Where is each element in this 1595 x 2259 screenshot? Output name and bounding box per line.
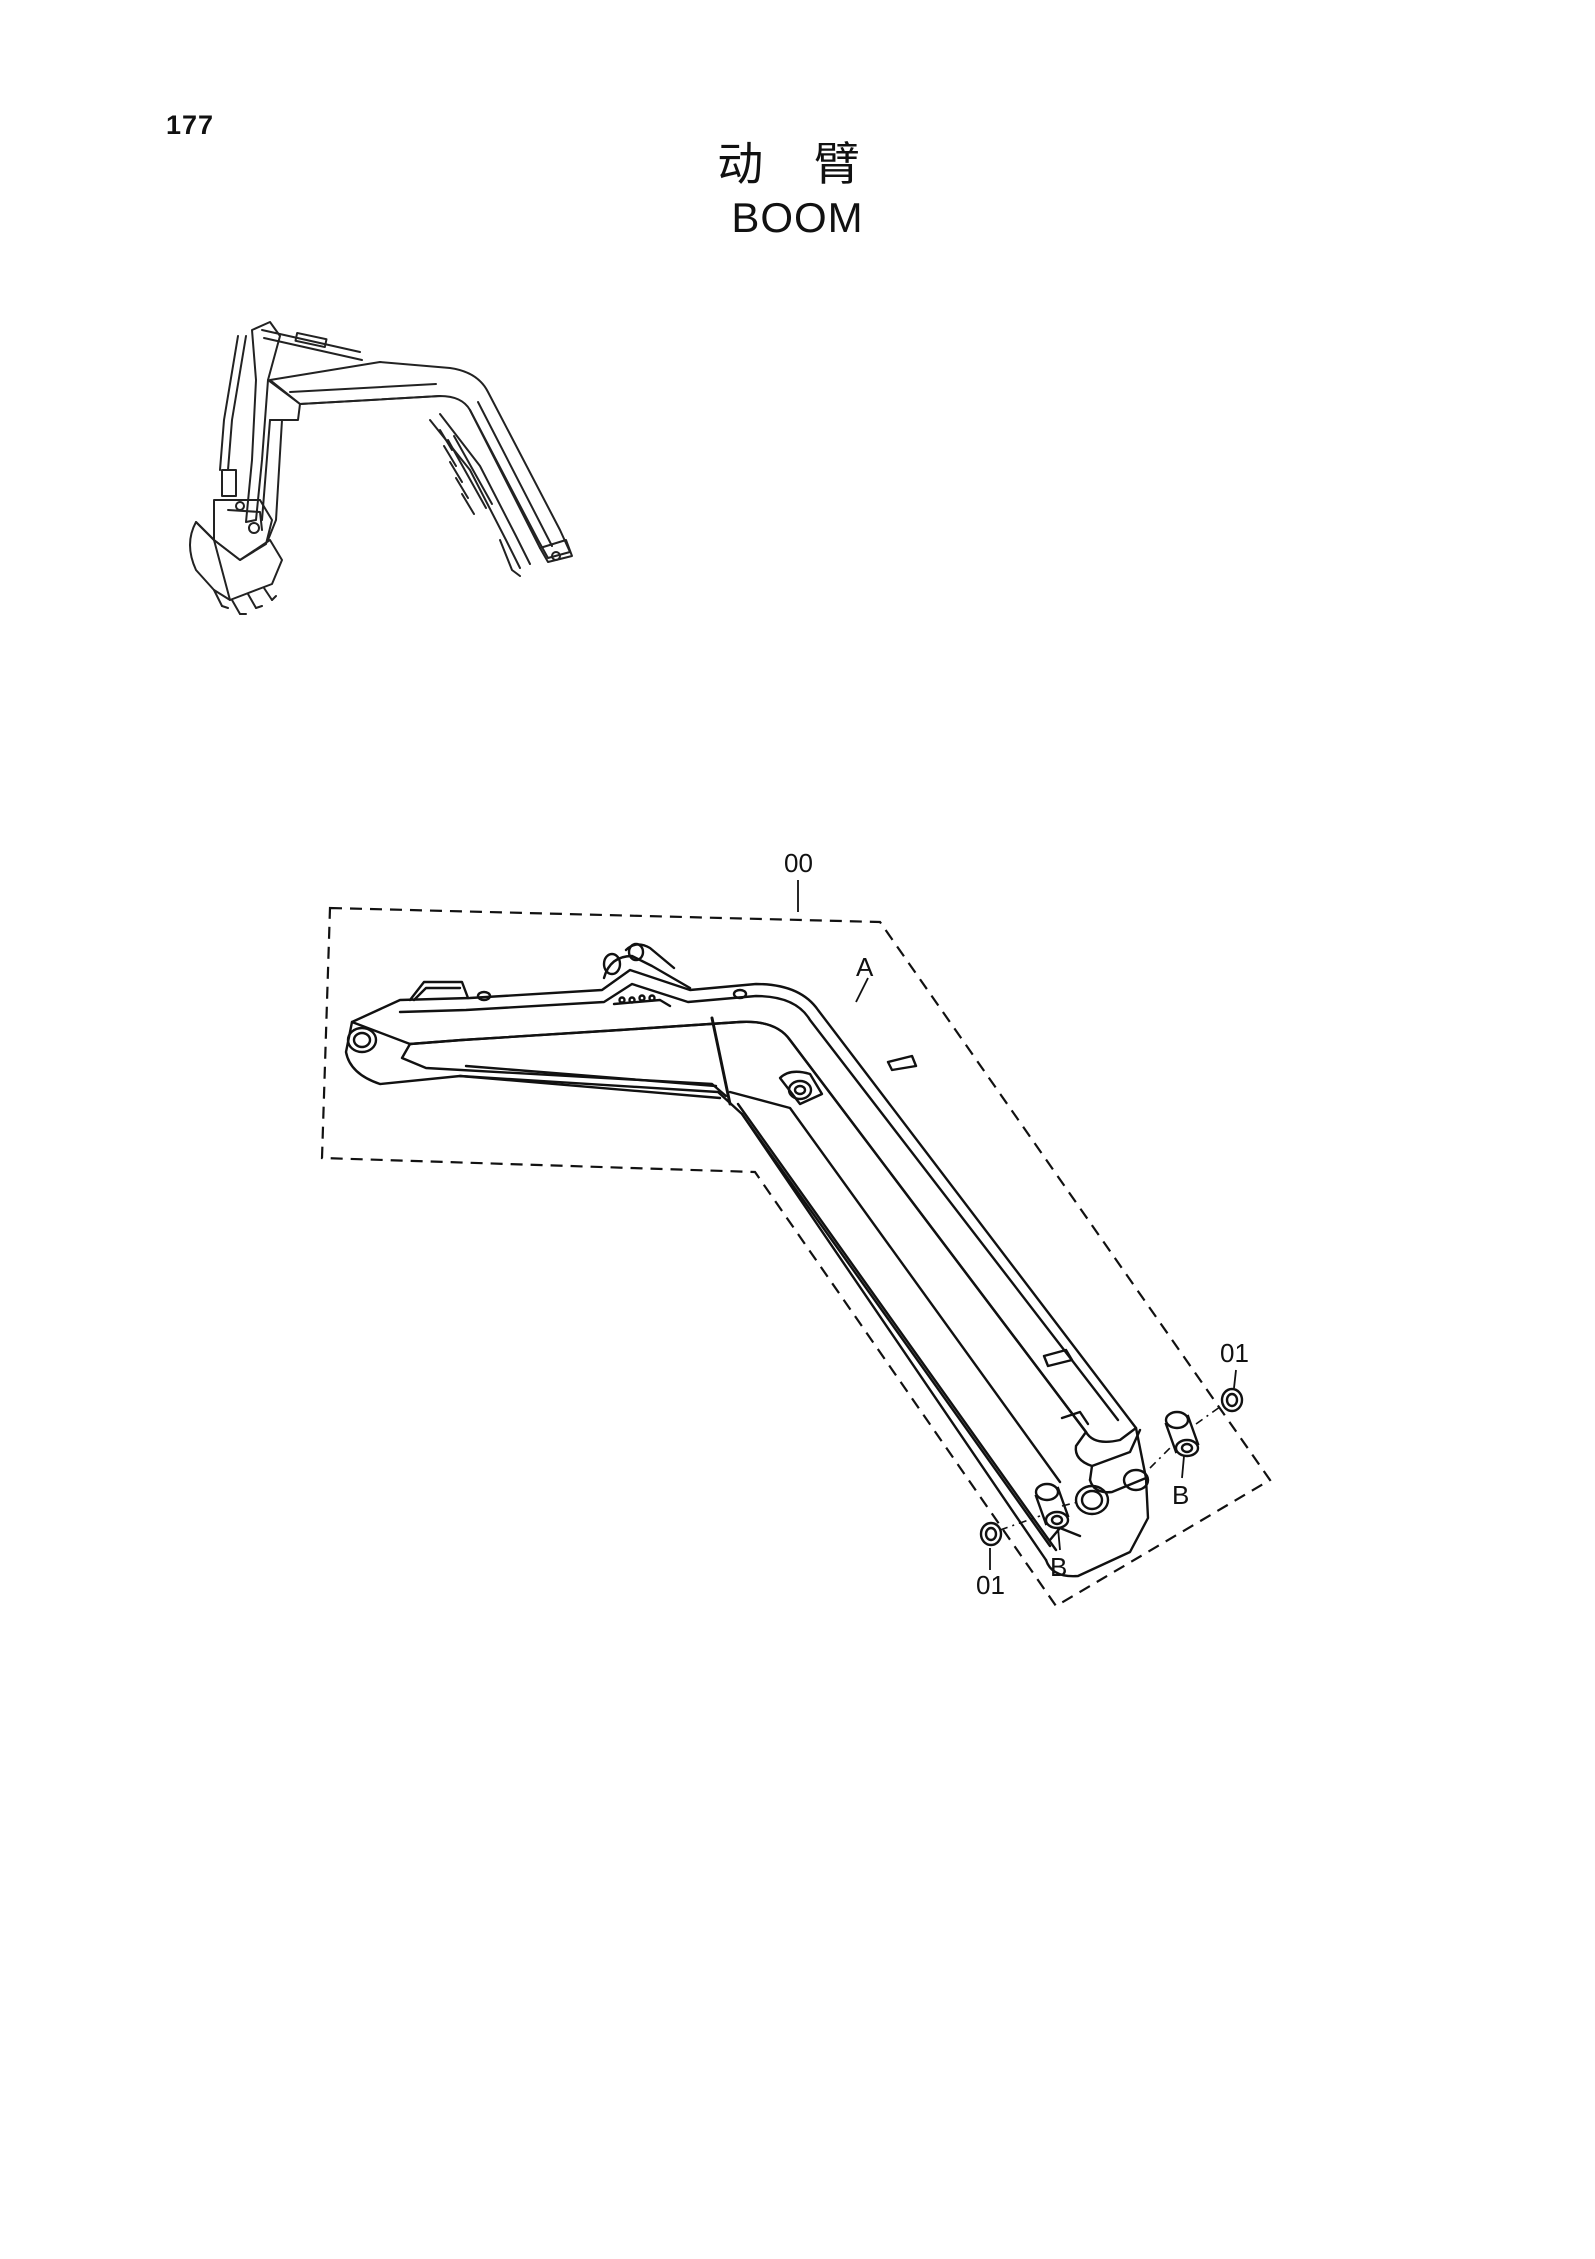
boom-body [344, 942, 1150, 1578]
callout-bushing-left: B [1050, 1552, 1067, 1582]
leader-boom-body [855, 977, 869, 1003]
callout-ring-right: 01 [1220, 1338, 1249, 1368]
bushing-right [1164, 1410, 1200, 1458]
assembly-boundary [320, 906, 1272, 1608]
ring-left [979, 1521, 1003, 1547]
page-number: 177 [166, 110, 215, 140]
title-chinese: 动 臂 [717, 137, 878, 191]
overview-illustration [189, 321, 573, 615]
callout-assembly: 00 [784, 848, 813, 878]
callout-bushing-right: B [1172, 1480, 1189, 1510]
leader-ring-right [1233, 1369, 1237, 1389]
callout-boom-body: A [856, 952, 874, 982]
title-english: BOOM [731, 194, 864, 241]
callout-ring-left: 01 [976, 1570, 1005, 1600]
bushing-left [1034, 1482, 1070, 1530]
ring-right [1220, 1387, 1244, 1413]
leader-bushing-left [1057, 1527, 1061, 1551]
boom-exploded-view: 00 A B B 01 01 [320, 848, 1272, 1608]
leader-bushing-right [1181, 1455, 1185, 1479]
